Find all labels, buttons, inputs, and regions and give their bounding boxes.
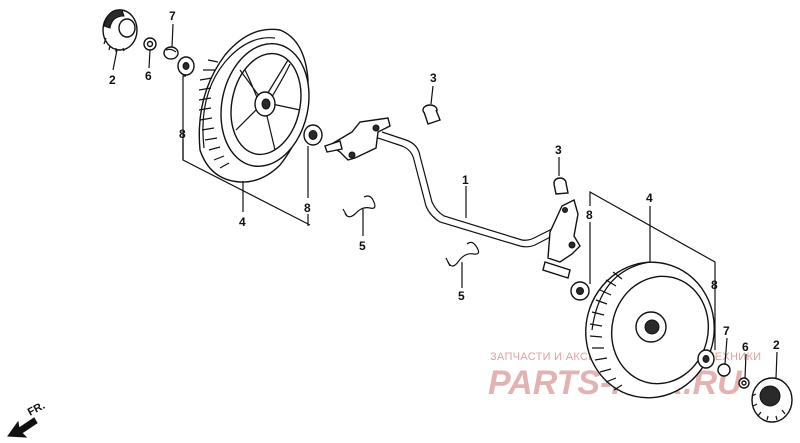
- hub-cap-left: [102, 9, 138, 52]
- spring-right: [445, 241, 480, 267]
- callout-collar-right-outer: 8: [711, 278, 718, 292]
- callout-spring-left: 5: [359, 239, 366, 253]
- callout-pin-lower: 3: [555, 143, 562, 157]
- clip-right: [717, 363, 731, 377]
- callout-collar-right-inner: 8: [586, 208, 593, 222]
- bearing-collar-left-outer: [177, 56, 195, 76]
- bearing-collar-right-outer: [697, 349, 715, 369]
- pin-upper: [422, 104, 441, 125]
- callout-collar-left-inner: 8: [304, 201, 311, 215]
- bearing-collar-right-inner: [570, 281, 590, 301]
- callout-hub-cap-right: 2: [773, 338, 780, 352]
- callout-clip-right: 7: [723, 324, 730, 338]
- leader-lines: [112, 23, 778, 379]
- washer-right: [738, 377, 750, 389]
- callout-wheel-right: 4: [646, 191, 653, 205]
- wheel-left: [198, 28, 310, 183]
- front-direction-label: FR.: [26, 400, 47, 419]
- front-arrow-icon: [7, 417, 38, 438]
- hub-cap-right: [751, 377, 793, 423]
- callout-hub-cap-left: 2: [109, 73, 116, 87]
- clip-left: [163, 46, 179, 60]
- callout-washer-right: 6: [742, 340, 749, 354]
- callout-clip-left: 7: [169, 9, 176, 23]
- front-direction-indicator: FR.: [7, 400, 47, 438]
- callout-axle: 1: [462, 173, 469, 187]
- callout-washer-left: 6: [145, 69, 152, 83]
- callout-wheel-left: 4: [239, 215, 246, 229]
- spring-left: [342, 195, 376, 218]
- bearing-collar-left-inner: [303, 124, 323, 146]
- callout-collar-left-outer: 8: [179, 127, 186, 141]
- wheel-right: [585, 261, 715, 399]
- washer-left: [143, 37, 157, 51]
- callout-pin-upper: 3: [430, 71, 437, 85]
- axle: [324, 117, 581, 279]
- callout-spring-right: 5: [458, 289, 465, 303]
- callout-labels: 2 6 7 8 8 4 3 3 1 5 5 4 8 8 7 6 2: [109, 9, 780, 354]
- pin-lower: [553, 177, 569, 195]
